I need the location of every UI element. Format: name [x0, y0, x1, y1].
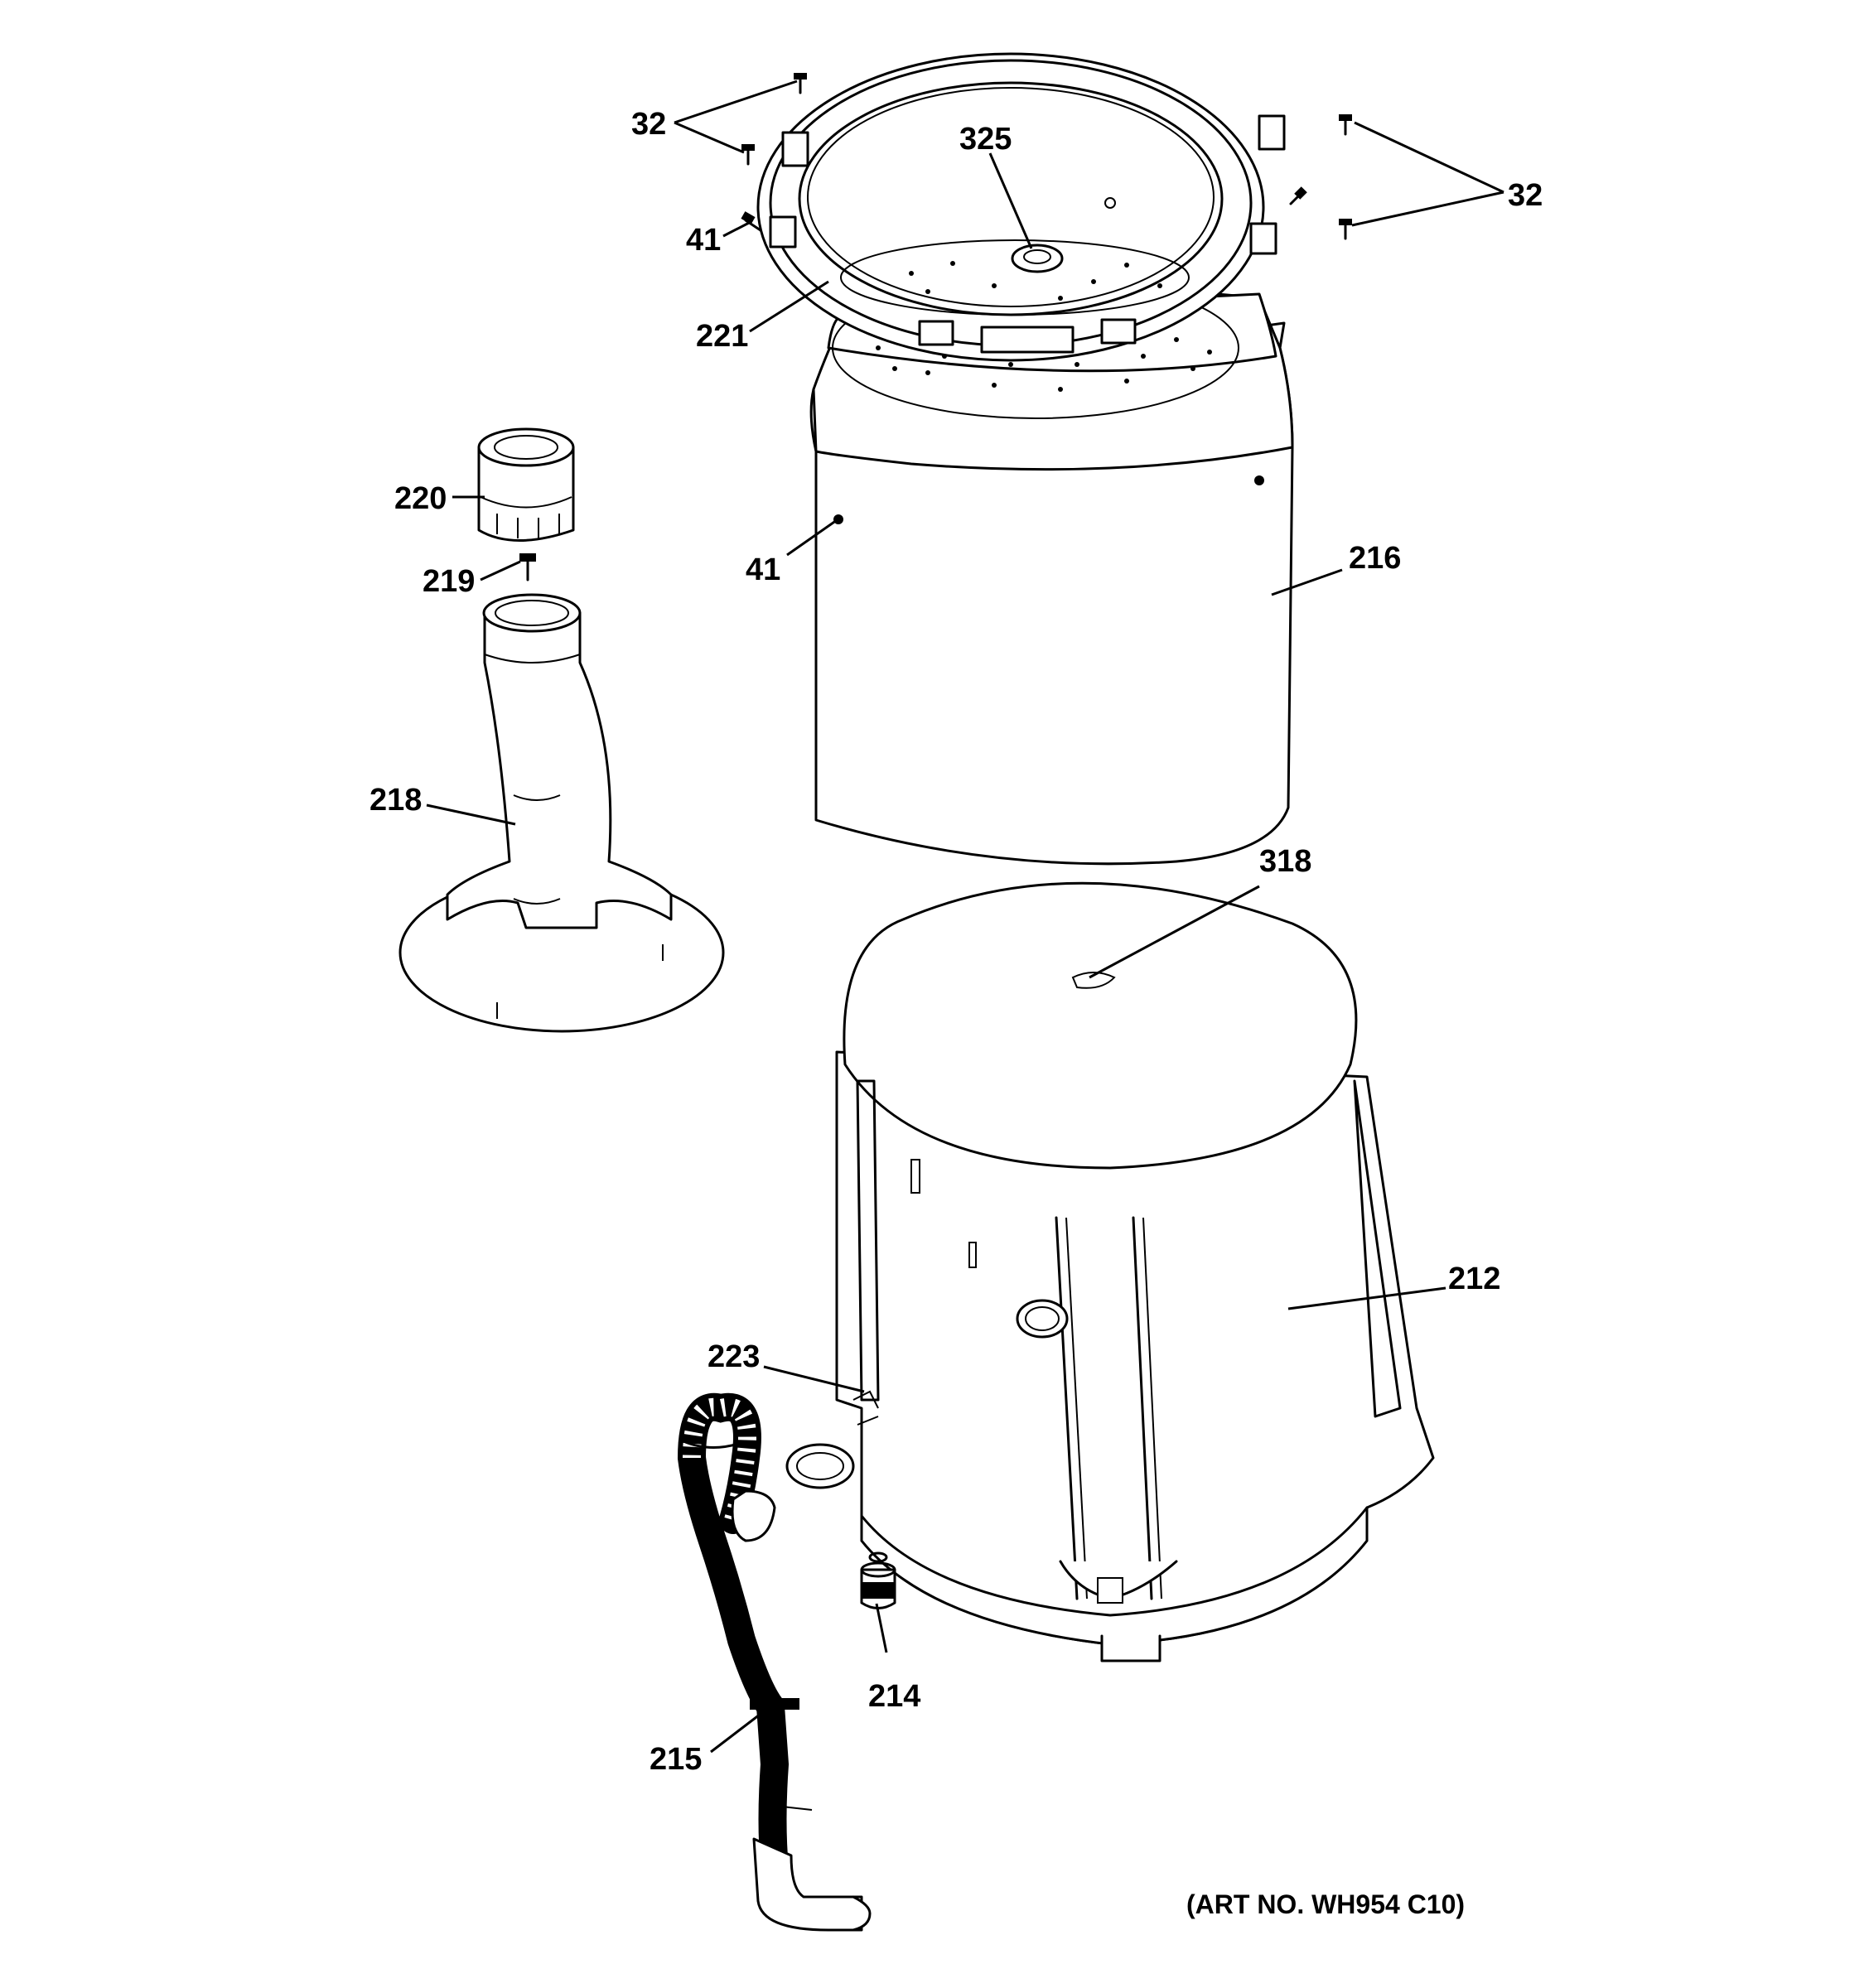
label-223: 223: [708, 1339, 760, 1374]
screw-32-right-a: [1339, 114, 1352, 136]
label-318: 318: [1259, 844, 1311, 879]
pressure-fitting: [860, 1551, 896, 1609]
screw-219: [519, 553, 536, 581]
label-214: 214: [868, 1679, 920, 1714]
label-32-right: 32: [1508, 178, 1543, 213]
leader-lines: [426, 80, 1504, 1754]
agitator-cap: [477, 427, 575, 542]
label-215: 215: [650, 1742, 702, 1777]
label-219: 219: [423, 564, 475, 599]
drain-hose: [677, 1392, 872, 1932]
label-221: 221: [696, 319, 748, 354]
art-number: (ART NO. WH954 C10): [1186, 1889, 1465, 1919]
screw-32-top-left-a: [794, 73, 807, 94]
label-218: 218: [369, 783, 422, 818]
label-325: 325: [959, 122, 1012, 157]
label-216: 216: [1349, 541, 1401, 576]
screw-32-right-c: [1289, 186, 1307, 205]
wash-basket: [809, 277, 1294, 866]
label-41-top: 41: [686, 223, 721, 258]
outer-tub: [785, 881, 1435, 1662]
label-220: 220: [394, 481, 447, 516]
screw-32-right-b: [1339, 219, 1352, 240]
screw-32-top-left-b: [741, 144, 755, 166]
balance-ring: [756, 52, 1286, 362]
label-212: 212: [1448, 1262, 1500, 1296]
label-32-left: 32: [631, 107, 666, 142]
label-41-basket: 41: [746, 552, 780, 587]
agitator-post: [398, 593, 725, 1033]
